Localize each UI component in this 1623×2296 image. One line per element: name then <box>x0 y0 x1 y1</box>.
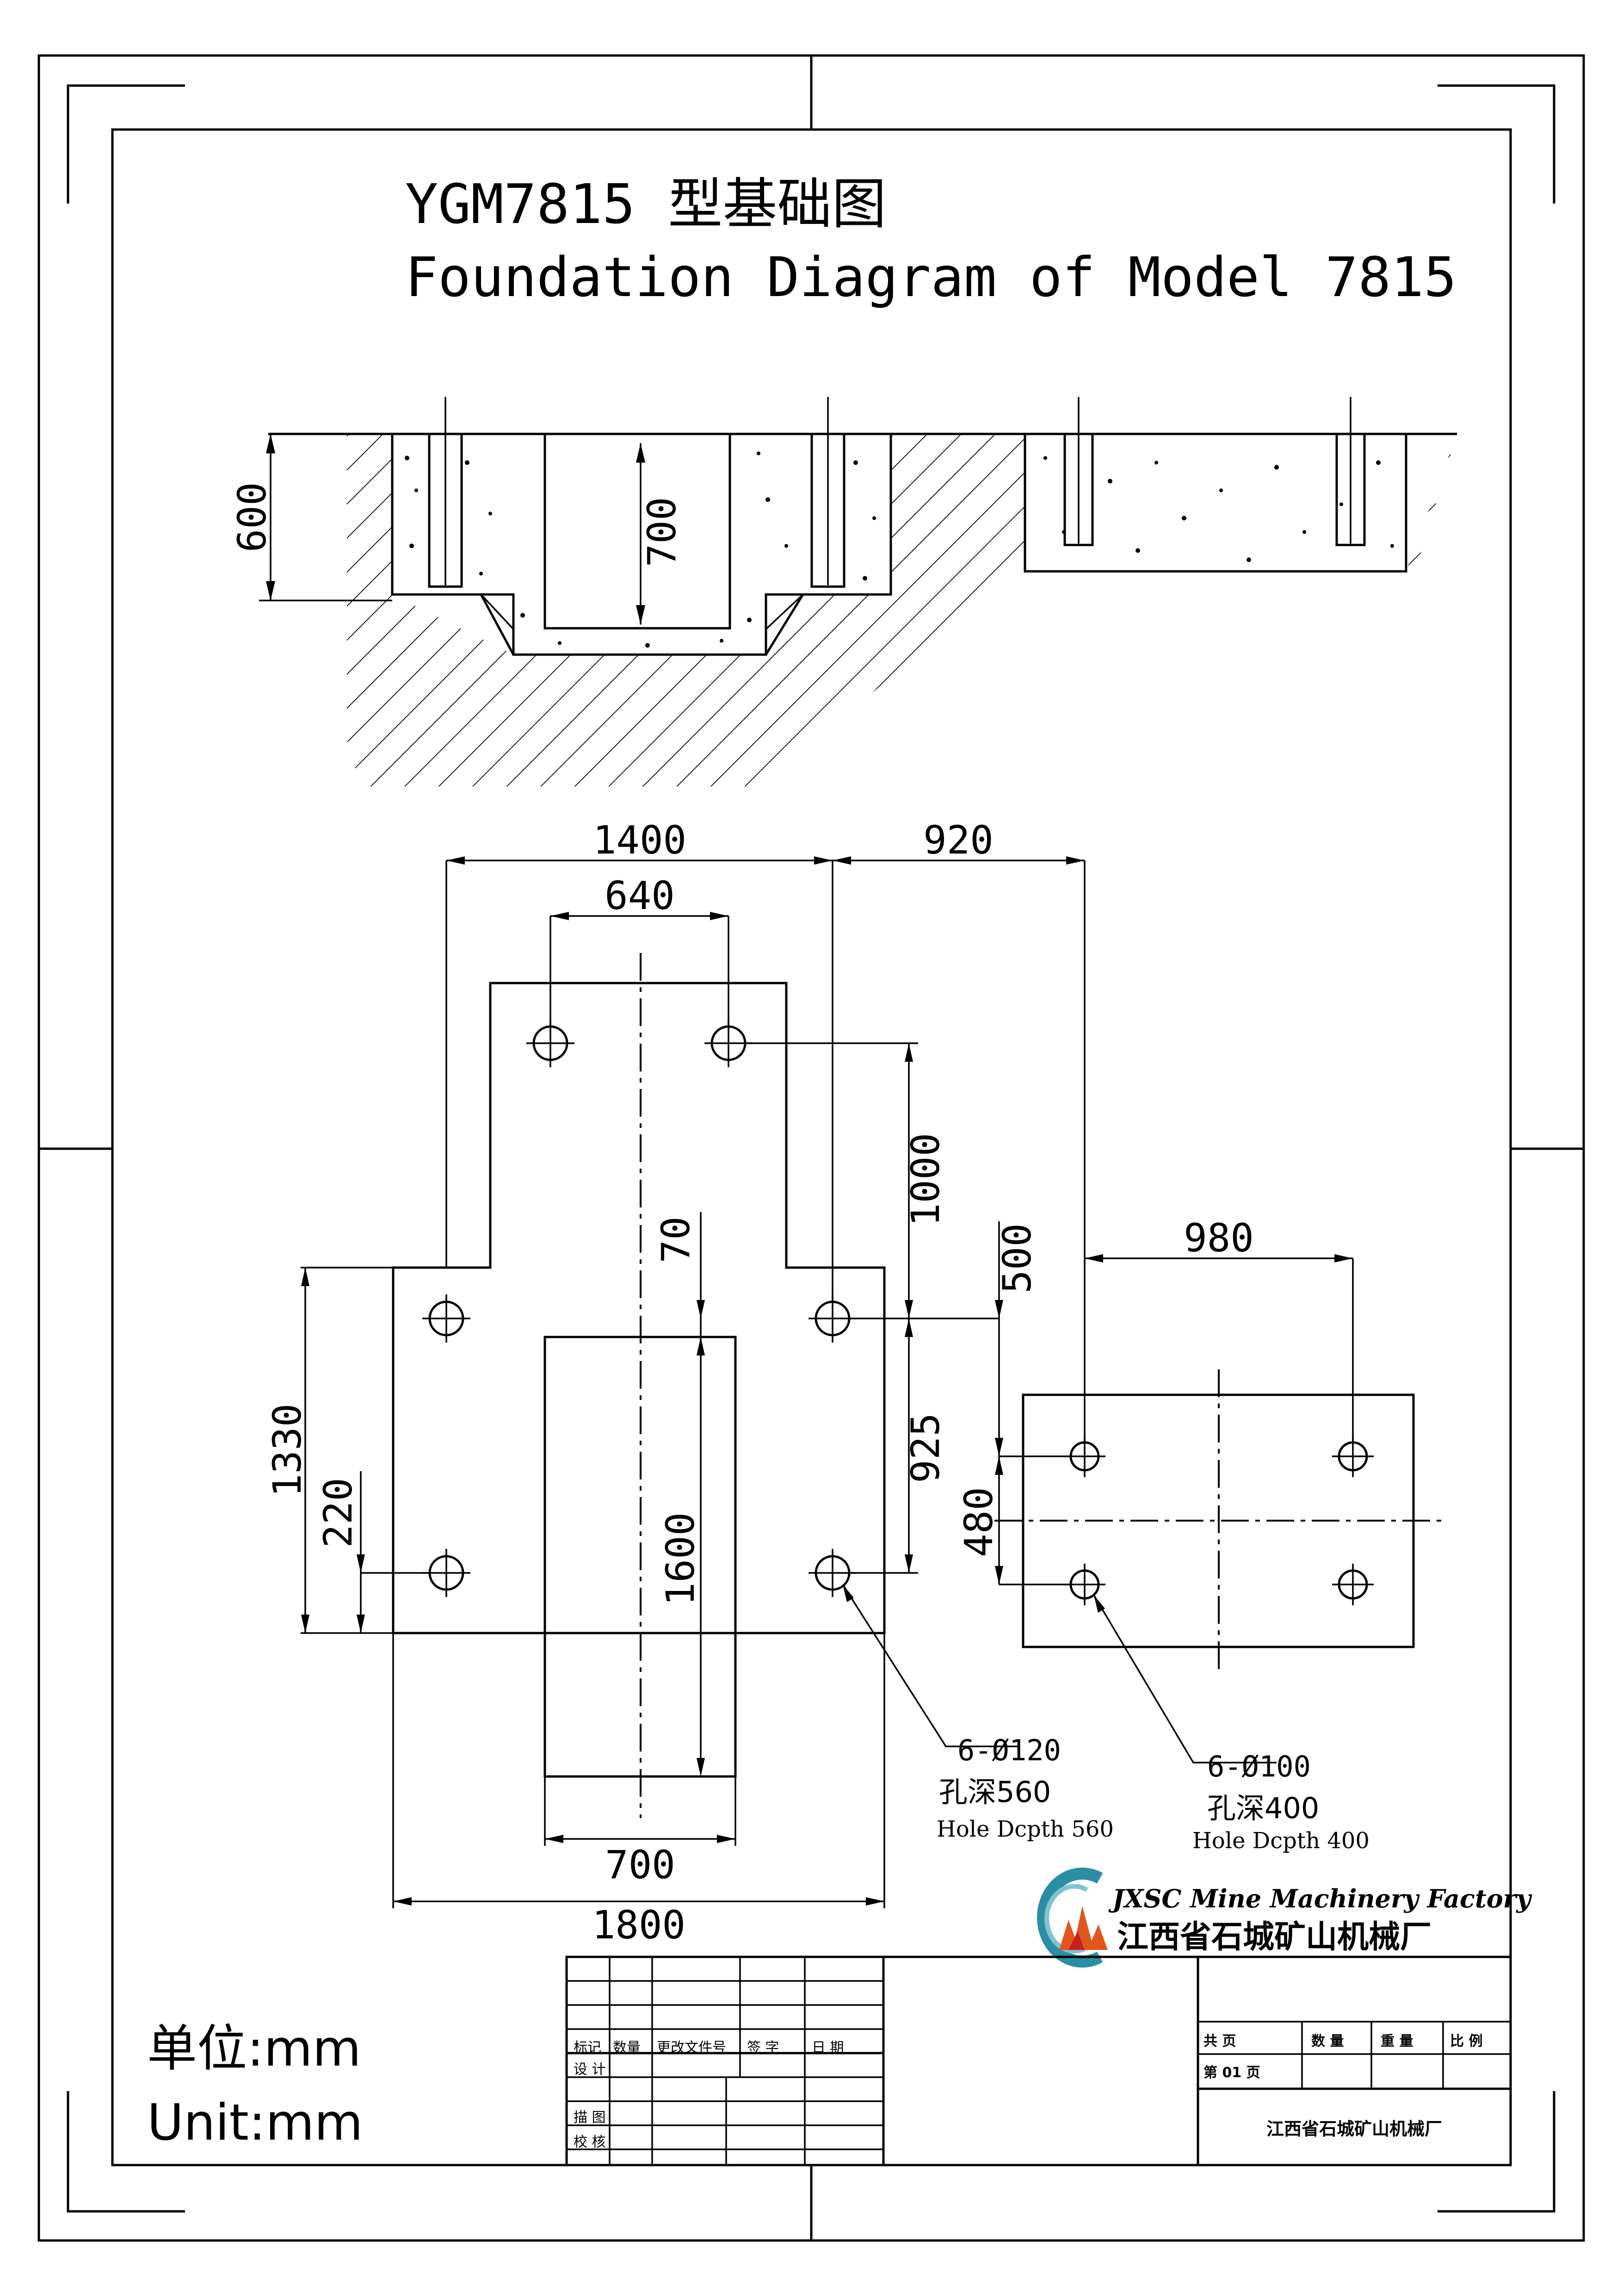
dim-1000: 1000 <box>903 1133 948 1226</box>
title-block: 标记 数量 更改文件号 签 字 日 期 设 计 描 图 校 核 共 页 第 01… <box>565 1956 1512 2166</box>
dim-1400: 1400 <box>593 817 686 863</box>
tb-row-design: 设 计 <box>574 2061 606 2078</box>
title-line-1: YGM7815 型基础图 <box>405 172 886 236</box>
dim-920: 920 <box>923 817 994 863</box>
note-left-holes: 6-Ø120 <box>957 1733 1061 1767</box>
tb-col-mark: 标记 <box>574 2040 601 2056</box>
tb-col-change-doc: 更改文件号 <box>657 2040 726 2056</box>
tb-row-check: 校 核 <box>574 2134 606 2150</box>
tb-col-qty: 数量 <box>613 2040 641 2056</box>
dim-640: 640 <box>605 873 675 918</box>
bolt-hole <box>422 1294 470 1343</box>
dim-925: 925 <box>903 1413 948 1483</box>
tb-col-signature: 签 字 <box>747 2040 779 2056</box>
logo-mark <box>1037 1868 1108 1968</box>
title-line-2: Foundation Diagram of Model 7815 <box>405 245 1456 309</box>
unit-cn: 单位:mm <box>147 2020 361 2078</box>
tb-company: 江西省石城矿山机械厂 <box>1266 2119 1442 2139</box>
tb-quantity: 数 量 <box>1311 2033 1344 2049</box>
anchor-bolts-section <box>428 397 1366 588</box>
note-right-depth-cn: 孔深400 <box>1207 1791 1319 1825</box>
dim-700-plan: 700 <box>605 1842 675 1888</box>
note-right-holes: 6-Ø100 <box>1207 1750 1311 1783</box>
units-label: 单位:mm Unit:mm <box>147 2020 363 2152</box>
plan-dimensions: 1400 920 640 1000 70 <box>265 817 1354 1948</box>
dim-1800: 1800 <box>592 1902 685 1948</box>
tb-total-pages: 共 页 <box>1203 2033 1236 2049</box>
note-left-depth-en: Hole Dcpth 560 <box>937 1816 1114 1842</box>
tb-page-no: 第 01 页 <box>1203 2065 1260 2081</box>
company-logo: JXSC Mine Machinery Factory 江西省石城矿山机械厂 <box>1037 1868 1532 1968</box>
dim-600: 600 <box>229 482 275 552</box>
hole-note-left: 6-Ø120 孔深560 Hole Dcpth 560 <box>842 1584 1114 1842</box>
plan-view: 1400 920 640 1000 70 <box>265 817 1448 1948</box>
note-right-depth-en: Hole Dcpth 400 <box>1192 1828 1370 1854</box>
concrete-speckle <box>405 452 1394 648</box>
section-view: 600 700 <box>229 397 1457 786</box>
bolt-hole <box>808 1549 857 1597</box>
tb-col-date: 日 期 <box>812 2040 844 2056</box>
dim-1600: 1600 <box>658 1512 703 1606</box>
dim-70: 70 <box>653 1216 698 1263</box>
dim-700-section: 700 <box>639 497 685 567</box>
logo-name-cn: 江西省石城矿山机械厂 <box>1117 1919 1432 1956</box>
drawing-title: YGM7815 型基础图 Foundation Diagram of Model… <box>405 172 1456 309</box>
dim-220: 220 <box>315 1478 361 1548</box>
dim-500: 500 <box>994 1223 1040 1293</box>
unit-en: Unit:mm <box>147 2094 363 2152</box>
dim-1330: 1330 <box>265 1404 310 1497</box>
dim-480: 480 <box>956 1487 1001 1557</box>
hole-note-right: 6-Ø100 孔深400 Hole Dcpth 400 <box>1093 1595 1370 1854</box>
tb-row-draw: 描 图 <box>574 2110 606 2126</box>
bolt-hole <box>1332 1564 1374 1605</box>
dim-980: 980 <box>1184 1215 1254 1261</box>
note-left-depth-cn: 孔深560 <box>939 1775 1051 1809</box>
bolt-holes <box>422 1019 1374 1605</box>
tb-weight: 重 量 <box>1381 2033 1413 2049</box>
tb-scale: 比 例 <box>1450 2033 1482 2049</box>
logo-name-en: JXSC Mine Machinery Factory <box>1108 1884 1532 1913</box>
